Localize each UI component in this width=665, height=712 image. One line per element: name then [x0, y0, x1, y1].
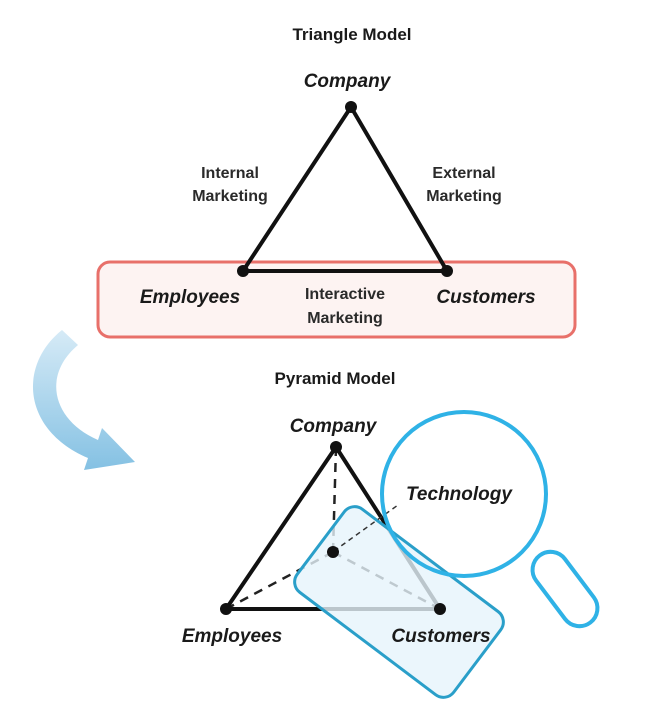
triangle-model-title: Triangle Model	[292, 25, 411, 44]
external-marketing-line1: External	[432, 165, 495, 182]
interactive-marketing-line1: Interactive	[305, 286, 385, 303]
technology-pointer-line	[333, 504, 399, 552]
interactive-highlight-box	[96, 260, 577, 339]
internal-marketing-line1: Internal	[201, 165, 259, 182]
pyramid-customers-label: Customers	[391, 626, 490, 647]
pyramid-technology-label: Technology	[406, 484, 513, 505]
pyramid-edge-left	[224, 445, 338, 611]
node-customers	[441, 265, 453, 277]
edge-external	[349, 105, 449, 273]
edge-internal	[241, 105, 353, 273]
triangle-company-label: Company	[304, 71, 392, 92]
pyramid-node-technology	[327, 546, 339, 558]
node-employees	[237, 265, 249, 277]
magnifier-icon	[380, 410, 600, 629]
pyramid-node-company	[330, 441, 342, 453]
pyramid-model-title: Pyramid Model	[275, 369, 396, 388]
node-company	[345, 101, 357, 113]
curved-arrow-icon	[32, 330, 135, 470]
pyramid-node-customers	[434, 603, 446, 615]
pyramid-company-label: Company	[290, 416, 378, 437]
technology-highlight-box	[293, 505, 505, 699]
interactive-marketing-line2: Marketing	[307, 310, 383, 327]
magnifier-handle	[530, 549, 600, 629]
pyramid-employees-label: Employees	[182, 626, 282, 647]
triangle-edges	[241, 105, 449, 273]
triangle-customers-label: Customers	[436, 287, 535, 308]
external-marketing-line2: Marketing	[426, 188, 502, 205]
magnifier-lens	[380, 410, 548, 578]
triangle-employees-label: Employees	[140, 287, 240, 308]
internal-marketing-line2: Marketing	[192, 188, 268, 205]
pyramid-node-employees	[220, 603, 232, 615]
